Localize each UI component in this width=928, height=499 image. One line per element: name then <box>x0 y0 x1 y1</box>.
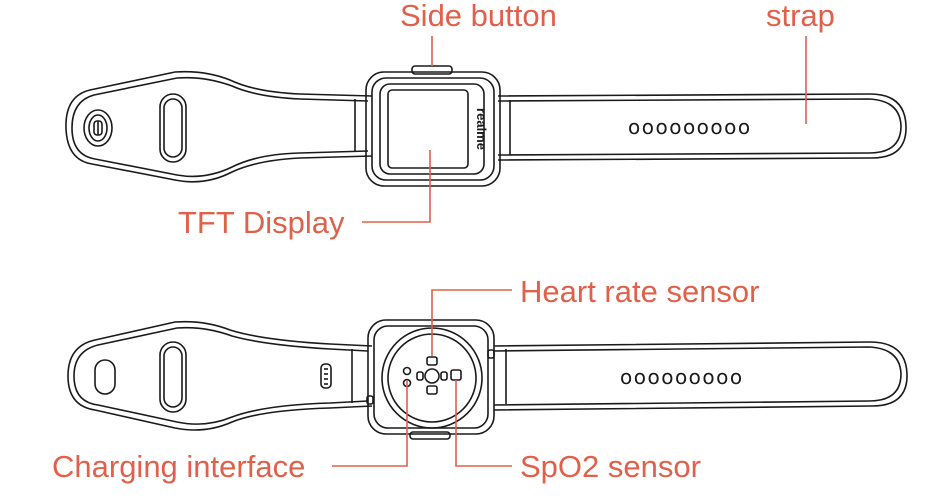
front-strap-keeper <box>159 93 187 163</box>
heart-rate-sensor-label: Heart rate sensor <box>520 274 760 309</box>
front-strap-pin <box>83 109 113 147</box>
charging-interface-leader <box>332 380 408 467</box>
back-strap-end-hole <box>94 359 116 395</box>
tft-display-screen <box>387 89 469 169</box>
back-strap-clasp <box>320 363 332 389</box>
side-button-label: Side button <box>400 0 557 33</box>
brand-text: realme <box>474 108 489 150</box>
back-strap-keeper <box>159 341 187 413</box>
front-strap-holes: ooooooooo <box>628 115 752 139</box>
heart-rate-sensor <box>416 356 448 395</box>
back-side-button <box>409 431 451 440</box>
back-view <box>67 319 908 440</box>
heart-rate-sensor-leader <box>431 289 512 356</box>
back-leader-lines <box>332 289 512 467</box>
strap-label: strap <box>766 0 835 33</box>
front-leader-lines <box>362 36 807 223</box>
tft-display-leader <box>362 150 431 223</box>
front-left-strap <box>65 70 373 183</box>
spo2-sensor-leader <box>455 380 512 467</box>
back-watch-case <box>367 319 495 435</box>
spo2-sensor <box>450 369 462 381</box>
back-right-strap <box>493 341 908 411</box>
front-watch-case <box>365 71 501 187</box>
tft-display-label: TFT Display <box>178 205 345 240</box>
front-right-strap <box>497 93 907 161</box>
back-left-strap <box>67 320 373 431</box>
back-strap-holes: ooooooooo <box>620 365 744 389</box>
spo2-sensor-label: SpO2 sensor <box>520 449 701 484</box>
front-view <box>65 65 907 187</box>
charging-interface-label: Charging interface <box>52 449 305 484</box>
